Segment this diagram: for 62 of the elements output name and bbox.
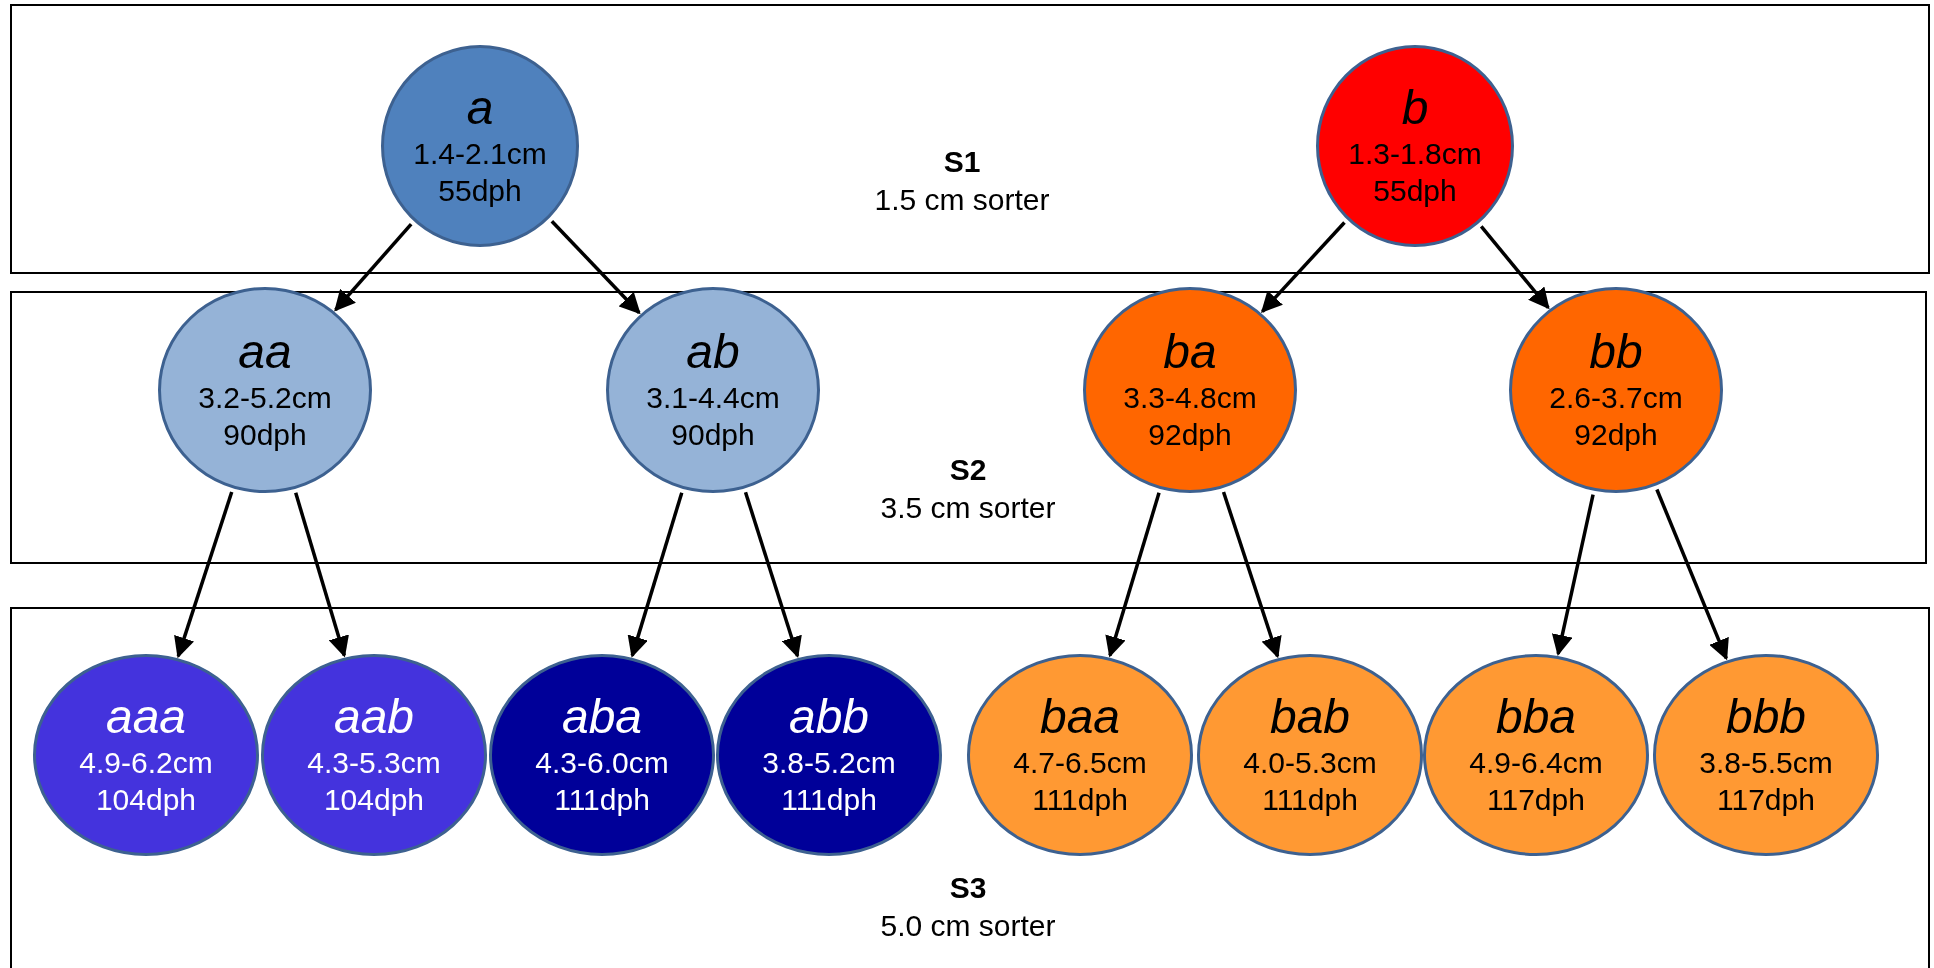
group-name: aaa	[105, 691, 187, 744]
length-range: 1.3-1.8cm	[1348, 135, 1482, 172]
arrow	[743, 491, 802, 658]
group-name: b	[1401, 82, 1429, 135]
group-name: aba	[561, 691, 643, 744]
length-range: 2.6-3.7cm	[1549, 379, 1683, 416]
length-range: 3.8-5.5cm	[1699, 744, 1833, 781]
arrow	[1551, 494, 1595, 656]
length-range: 4.3-5.3cm	[307, 744, 441, 781]
length-range: 4.9-6.4cm	[1469, 744, 1603, 781]
stage-label: S1	[943, 143, 981, 180]
length-range: 3.2-5.2cm	[198, 379, 332, 416]
age-label: 90dph	[671, 417, 755, 454]
sorter-band	[10, 607, 1930, 968]
group-name: bbb	[1725, 691, 1807, 744]
length-range: 4.0-5.3cm	[1243, 744, 1377, 781]
age-label: 90dph	[223, 417, 307, 454]
age-label: 111dph	[554, 782, 650, 819]
group-name: aa	[238, 326, 292, 379]
group-name: ab	[686, 326, 740, 379]
age-label: 117dph	[1487, 782, 1585, 819]
age-label: 111dph	[1032, 782, 1128, 819]
sorter-size: 1.5 cm sorter	[874, 181, 1050, 217]
length-range: 1.4-2.1cm	[413, 135, 547, 172]
length-range: 3.8-5.2cm	[762, 744, 896, 781]
length-range: 3.1-4.4cm	[646, 379, 780, 416]
age-label: 117dph	[1717, 782, 1815, 819]
sorter-band	[10, 4, 1930, 274]
arrow	[1260, 221, 1346, 314]
group-name: aab	[333, 691, 415, 744]
stage-label: S3	[949, 869, 987, 906]
arrow	[1221, 491, 1282, 659]
arrow	[1479, 225, 1550, 310]
arrow	[550, 220, 641, 315]
age-label: 92dph	[1574, 417, 1658, 454]
sorter-size: 5.0 cm sorter	[880, 907, 1056, 943]
age-label: 92dph	[1148, 417, 1232, 454]
arrow	[294, 492, 349, 658]
stage-label: S2	[949, 451, 987, 488]
group-name: bab	[1269, 691, 1351, 744]
length-range: 4.9-6.2cm	[79, 744, 213, 781]
arrow	[334, 222, 413, 312]
group-name: bb	[1589, 326, 1643, 379]
length-range: 4.3-6.0cm	[535, 744, 669, 781]
group-name: abb	[788, 691, 870, 744]
group-name: baa	[1039, 691, 1121, 744]
age-label: 55dph	[438, 173, 522, 210]
length-range: 3.3-4.8cm	[1123, 379, 1257, 416]
arrow	[1105, 492, 1161, 658]
sorter-size: 3.5 cm sorter	[880, 489, 1056, 525]
arrow	[1655, 488, 1729, 661]
group-name: ba	[1163, 326, 1217, 379]
age-label: 111dph	[781, 782, 877, 819]
group-name: a	[466, 82, 494, 135]
arrow	[174, 491, 234, 659]
group-name: bba	[1495, 691, 1577, 744]
age-label: 111dph	[1262, 782, 1358, 819]
length-range: 4.7-6.5cm	[1013, 744, 1147, 781]
arrow	[627, 492, 684, 658]
age-label: 104dph	[323, 782, 425, 819]
age-label: 55dph	[1373, 173, 1457, 210]
age-label: 104dph	[95, 782, 197, 819]
